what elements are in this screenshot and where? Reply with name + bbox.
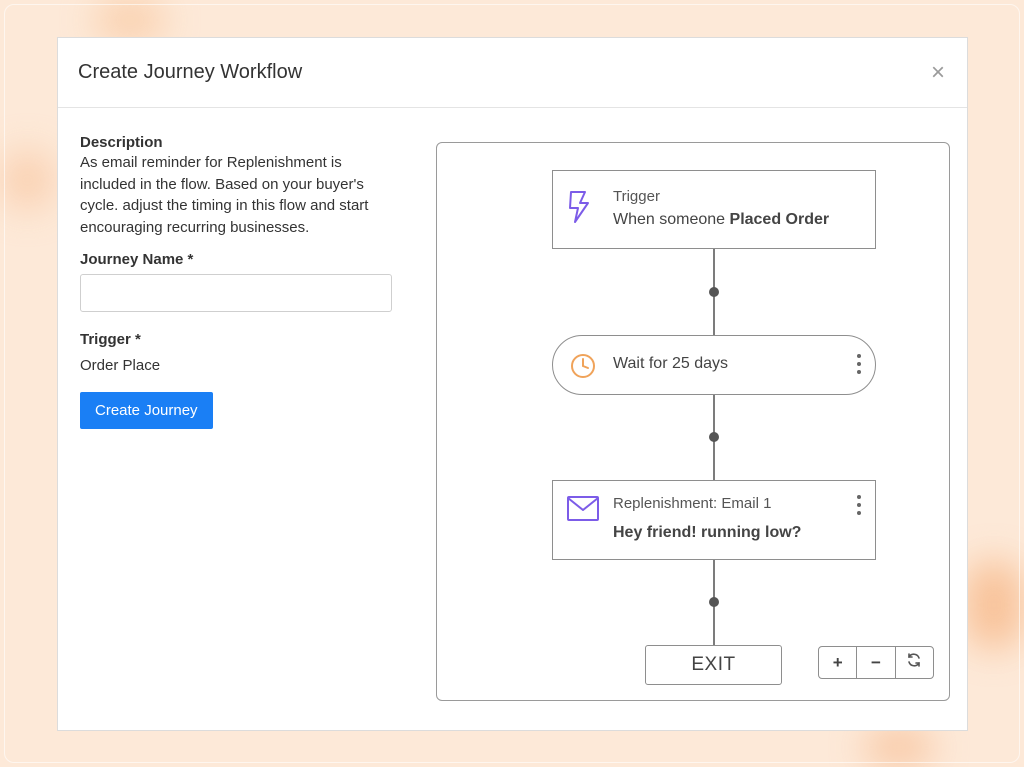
trigger-node-title: Trigger — [613, 188, 660, 205]
wait-node[interactable]: Wait for 25 days — [552, 335, 876, 395]
background-decoration — [95, 0, 165, 40]
email-node-menu-icon[interactable] — [857, 495, 861, 519]
background-decoration — [0, 150, 55, 210]
journey-name-label: Journey Name * — [80, 251, 194, 268]
add-step-dot[interactable] — [709, 287, 719, 297]
add-step-dot[interactable] — [709, 432, 719, 442]
clock-icon — [570, 353, 596, 384]
create-journey-modal: Create Journey Workflow × Description As… — [57, 37, 968, 731]
trigger-event: Placed Order — [729, 211, 830, 228]
reset-zoom-button[interactable] — [894, 647, 933, 678]
lightning-icon — [567, 190, 591, 229]
background-decoration — [964, 560, 1024, 650]
add-step-dot[interactable] — [709, 597, 719, 607]
background-decoration — [864, 727, 934, 767]
journey-name-input[interactable] — [80, 274, 392, 312]
close-button[interactable]: × — [930, 58, 945, 86]
trigger-node[interactable]: Trigger When someone Placed Order — [552, 170, 876, 249]
window-frame — [4, 4, 1020, 763]
email-node-title: Replenishment: Email 1 — [613, 495, 772, 512]
journey-form: Description As email reminder for Replen… — [80, 134, 400, 429]
description-text: As email reminder for Replenishment is i… — [80, 154, 369, 236]
description-label: Description — [80, 134, 163, 151]
wait-node-menu-icon[interactable] — [857, 354, 861, 378]
trigger-label: Trigger * — [80, 331, 141, 348]
modal-header: Create Journey Workflow × — [58, 38, 967, 108]
zoom-in-button[interactable]: + — [832, 652, 843, 672]
trigger-node-description: When someone Placed Order — [613, 211, 830, 228]
email-node-subject: Hey friend! running low? — [613, 524, 802, 541]
modal-title: Create Journey Workflow — [78, 61, 303, 83]
wait-node-label: Wait for 25 days — [613, 355, 729, 372]
exit-node: EXIT — [645, 645, 782, 685]
email-node[interactable]: Replenishment: Email 1 Hey friend! runni… — [552, 480, 876, 560]
create-journey-button[interactable]: Create Journey — [80, 392, 213, 429]
trigger-value: Order Place — [80, 357, 161, 374]
workflow-canvas[interactable]: Trigger When someone Placed Order Wait f… — [436, 142, 950, 701]
zoom-controls: + − — [818, 646, 934, 679]
zoom-out-button[interactable]: − — [856, 647, 894, 678]
envelope-icon — [566, 495, 600, 528]
refresh-icon — [906, 652, 922, 673]
